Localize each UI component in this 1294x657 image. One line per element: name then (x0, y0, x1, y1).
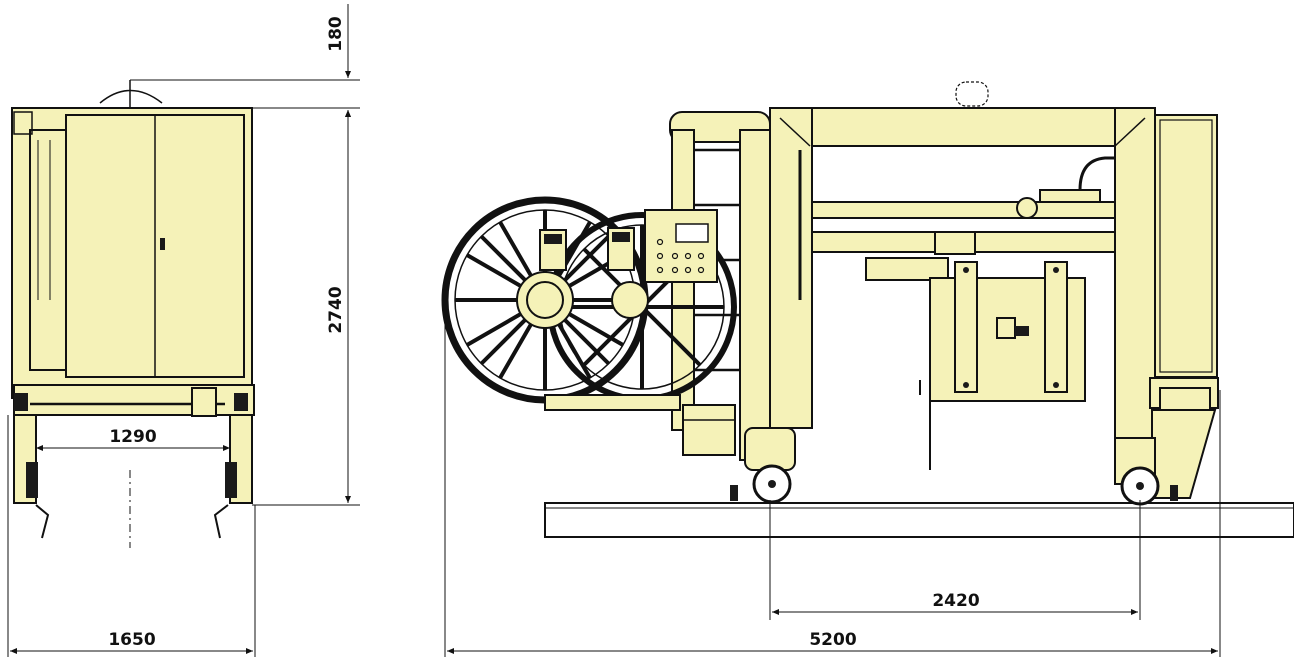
right-cabinet (1154, 114, 1218, 378)
side-dimensions: 2420 5200 (444, 300, 1221, 657)
portal-frame (769, 107, 1156, 147)
beacon-arc (99, 89, 163, 104)
horizontal-beam (811, 201, 1116, 219)
dim-top-clearance: 180 (326, 16, 346, 52)
front-lower-beam (13, 384, 255, 416)
dim-overall-length: 5200 (809, 630, 856, 650)
front-left-column (29, 129, 67, 371)
top-beacon (955, 81, 989, 107)
side-view (441, 81, 1294, 538)
ground-rail (544, 502, 1294, 538)
cable-reel-front (441, 196, 649, 404)
door-handle (160, 238, 165, 250)
step-box (682, 404, 736, 456)
dim-rail-gauge: 2420 (932, 591, 979, 611)
panel-display (675, 223, 709, 243)
wheel-right (1114, 437, 1178, 506)
control-panel (644, 209, 718, 283)
dim-inner-width: 1290 (109, 427, 156, 447)
front-dimensions: 180 2740 1290 1650 (7, 4, 360, 657)
dim-height: 2740 (326, 286, 346, 333)
drop-unit (865, 257, 949, 281)
dim-overall-width: 1650 (108, 630, 155, 650)
front-view (11, 80, 255, 548)
wheel-left (730, 427, 796, 504)
